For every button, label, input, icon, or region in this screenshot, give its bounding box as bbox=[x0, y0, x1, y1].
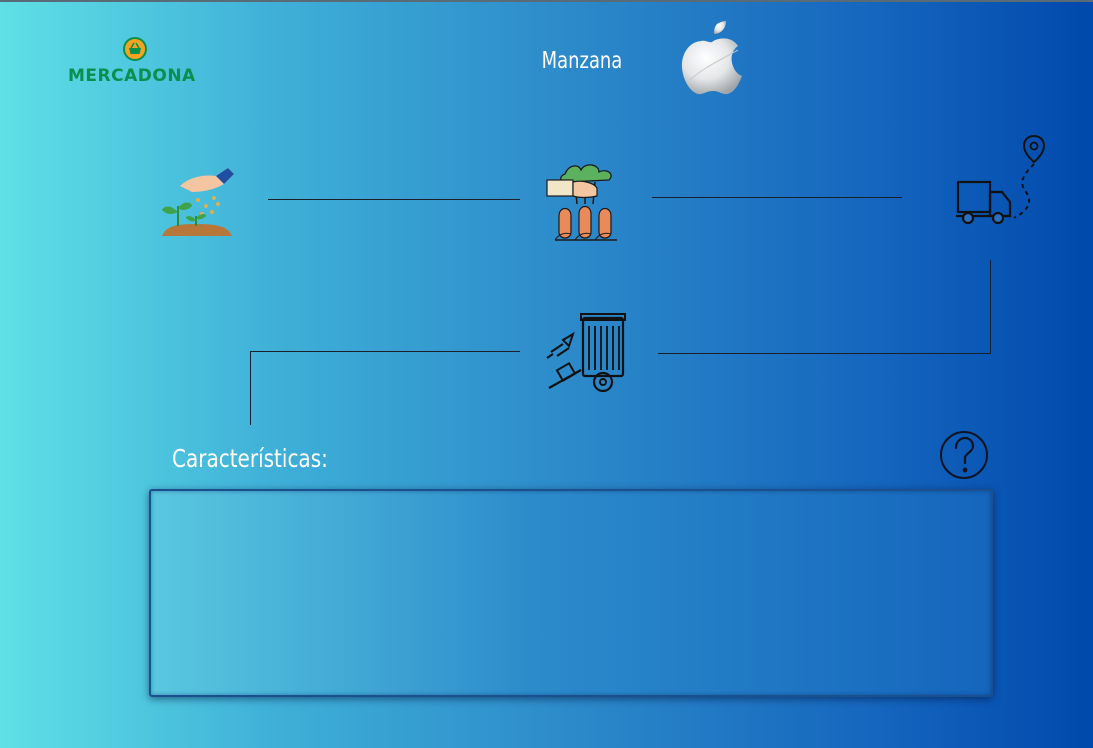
seed-planting-icon bbox=[162, 168, 234, 236]
question-mark-icon[interactable] bbox=[939, 430, 989, 480]
connector-line-4-vertical bbox=[250, 351, 251, 425]
connector-line-3 bbox=[658, 353, 991, 354]
basket-icon bbox=[123, 37, 147, 61]
mercadona-logo: MERCADONA bbox=[66, 36, 208, 90]
characteristics-label: Características: bbox=[172, 444, 328, 473]
connector-line-1 bbox=[268, 199, 520, 200]
connector-line-4 bbox=[250, 351, 520, 352]
connector-line-2 bbox=[652, 197, 902, 198]
harvest-icon bbox=[546, 164, 617, 241]
product-title: Manzana bbox=[541, 48, 623, 74]
delivery-truck-icon bbox=[956, 134, 1046, 225]
characteristics-textarea[interactable] bbox=[149, 489, 993, 697]
top-border bbox=[0, 0, 1093, 2]
apple-icon bbox=[681, 21, 742, 95]
brand-name: MERCADONA bbox=[68, 66, 196, 86]
unloading-trailer-icon bbox=[546, 313, 626, 393]
connector-line-3-vertical bbox=[990, 260, 991, 354]
